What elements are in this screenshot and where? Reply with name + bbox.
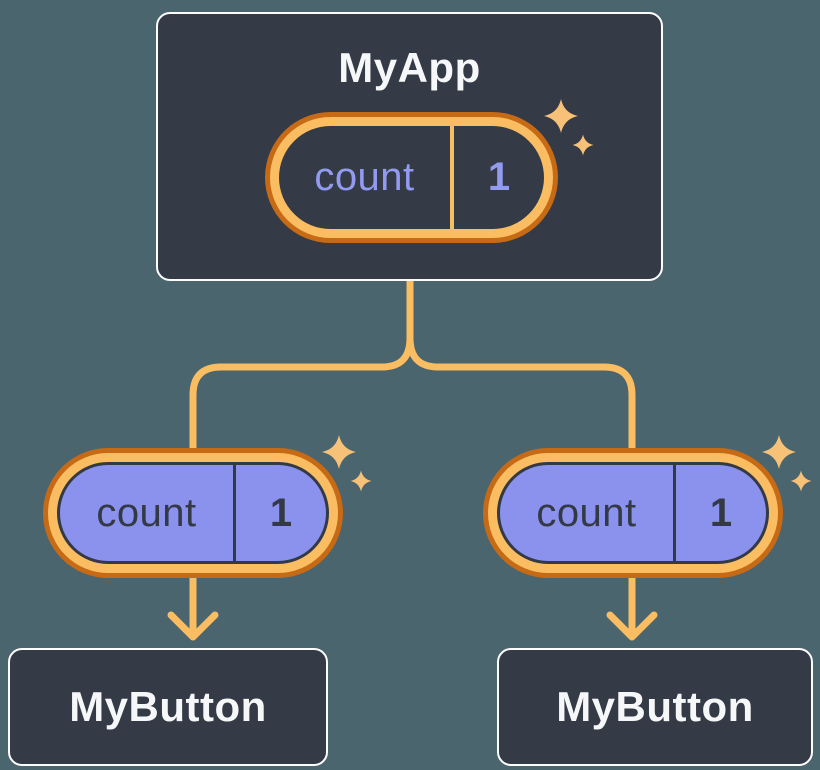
state-value-label: 1 xyxy=(269,490,293,535)
pill-ring-inner: count 1 xyxy=(488,453,778,573)
state-pill-child-left: count 1 xyxy=(43,435,372,578)
state-name-label: count xyxy=(500,465,676,561)
pill-core: count 1 xyxy=(57,462,329,564)
sparkles-icon xyxy=(322,435,372,492)
component-title-child-left: MyButton xyxy=(69,683,267,730)
arrow-down-left-icon xyxy=(167,566,219,641)
component-card-child-left: MyButton xyxy=(8,648,328,766)
component-title-root: MyApp xyxy=(338,44,481,91)
sparkles-icon xyxy=(544,99,594,156)
pill-ring-outer: count 1 xyxy=(265,112,558,243)
state-value-label: 1 xyxy=(487,155,511,199)
pill-core: count 1 xyxy=(279,126,544,229)
connector-branch-left xyxy=(189,275,414,456)
state-value-label: 1 xyxy=(709,490,733,535)
state-pill-root: count 1 xyxy=(265,99,594,243)
connector-branch-right xyxy=(406,275,636,456)
pill-ring-inner: count 1 xyxy=(270,117,553,238)
pill-ring-inner: count 1 xyxy=(48,453,338,573)
pill-core: count 1 xyxy=(497,462,769,564)
arrow-down-right-icon xyxy=(606,566,658,641)
state-name-label: count xyxy=(60,465,236,561)
state-pill-child-right: count 1 xyxy=(483,435,812,578)
component-card-child-right: MyButton xyxy=(497,648,813,766)
pill-ring-outer: count 1 xyxy=(43,448,343,578)
component-title-child-right: MyButton xyxy=(556,683,754,730)
pill-ring-outer: count 1 xyxy=(483,448,783,578)
state-name-label: count xyxy=(279,126,454,229)
sparkles-icon xyxy=(762,435,812,492)
